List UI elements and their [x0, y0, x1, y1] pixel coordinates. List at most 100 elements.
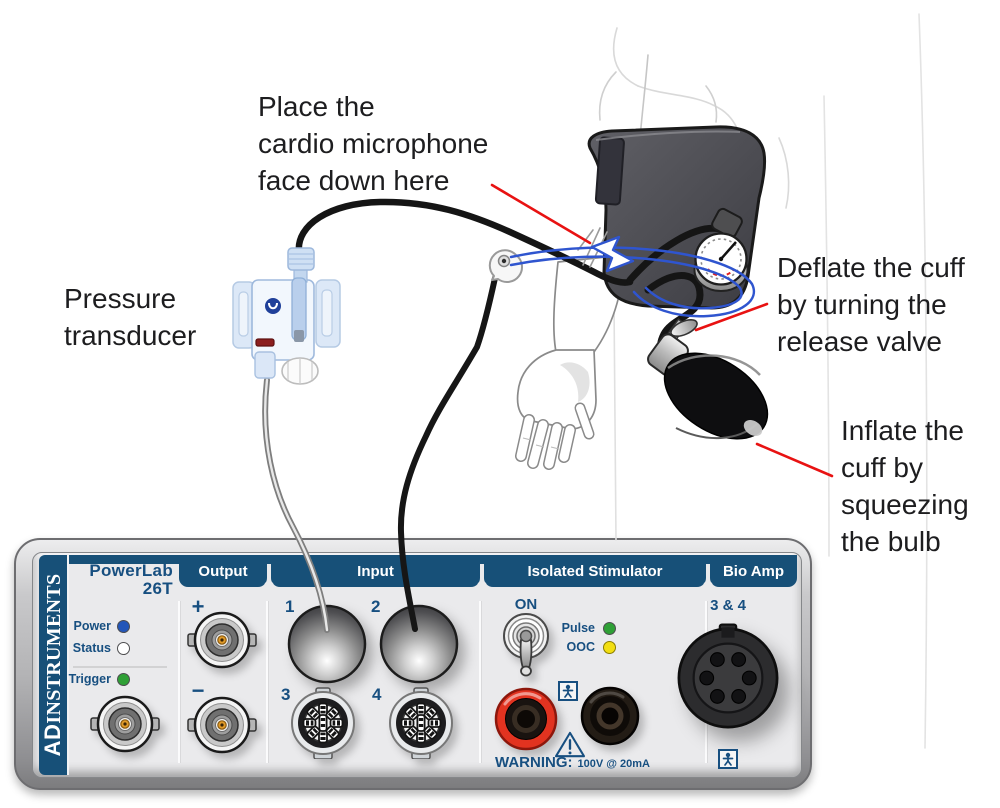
tab-notch: [703, 581, 713, 591]
power-led: [117, 620, 130, 633]
trigger-led: [117, 673, 130, 686]
transducer-wing-right: [315, 279, 341, 348]
section-divider: [178, 601, 180, 763]
model-label: PowerLab 26T: [73, 562, 173, 598]
annotation-line: release valve: [777, 326, 942, 357]
body-protection-icon: [558, 681, 578, 701]
transducer-dome: [291, 277, 307, 341]
cuff-slit: [594, 136, 625, 206]
pulse-label: Pulse: [561, 621, 595, 635]
annotation-line: face down here: [258, 165, 450, 196]
rotation-arrow: [509, 235, 755, 318]
pressure-gauge: [693, 207, 749, 292]
inflation-bulb: [647, 318, 769, 440]
status-label: Status: [72, 641, 111, 655]
transducer-body: [251, 279, 315, 361]
annotation-line: Place the: [258, 91, 375, 122]
palm-shading: [560, 362, 590, 402]
annotation-line: Inflate the: [841, 415, 964, 446]
output-minus-label: −: [191, 678, 205, 703]
indicator-divider: [73, 666, 167, 668]
warning-text: WARNING: 100V @ 20mA: [495, 754, 650, 771]
tab-notch: [264, 581, 274, 591]
brand-rest: INSTRUMENTS: [43, 573, 65, 724]
brand-band: ADINSTRUMENTS: [39, 555, 69, 775]
forearm: [552, 254, 626, 353]
annotation-line: transducer: [64, 320, 197, 351]
cardio-microphone: [488, 249, 523, 283]
trigger-label: Trigger: [68, 672, 111, 686]
gauge-red-zone: [707, 268, 735, 277]
transducer-nut: [281, 357, 319, 385]
section-tab-bio-amp: Bio Amp: [710, 555, 797, 587]
palm: [516, 349, 597, 430]
transducer-cap: [287, 247, 315, 271]
gauge-needle: [720, 241, 737, 260]
placement-marks: [577, 227, 608, 268]
fingers: [515, 402, 595, 470]
annotation-line: the bulb: [841, 526, 941, 557]
annotation-inflate-cuff: Inflate the cuff by squeezing the bulb: [841, 412, 969, 560]
warning-label: WARNING:: [495, 754, 573, 771]
annotation-place-mic: Place the cardio microphone face down he…: [258, 88, 488, 199]
person-icon: [722, 752, 734, 766]
bulb-highlight: [743, 419, 763, 437]
tube-cuff-to-bulb: [644, 272, 704, 352]
valve-stem: [667, 318, 688, 340]
annotation-line: Pressure: [64, 283, 177, 314]
annotation-line: squeezing: [841, 489, 969, 520]
brand-bold: AD: [40, 723, 65, 757]
section-divider: [479, 601, 481, 763]
arm-illustration: [515, 254, 626, 470]
section-divider: [266, 601, 268, 763]
input-3-din-connector: [287, 687, 359, 759]
annotation-line: cardio microphone: [258, 128, 489, 159]
transducer-port: [254, 351, 276, 379]
gauge-tick-ring: [700, 238, 742, 280]
body-protection-icon: [718, 749, 738, 769]
section-tab-output: Output: [179, 555, 267, 587]
stimulator-on-label: ON: [514, 596, 538, 613]
ooc-label: OOC: [566, 640, 595, 654]
power-label: Power: [73, 619, 111, 633]
transducer-wing-left: [232, 281, 256, 349]
section-tab-isolated-stimulator: Isolated Stimulator: [484, 555, 706, 587]
bulb-neck: [647, 333, 689, 377]
arrowhead: [590, 235, 635, 273]
person-icon: [562, 684, 574, 698]
leader-bulb: [755, 442, 834, 478]
tab-notch: [477, 581, 487, 591]
bulb-body: [663, 352, 769, 440]
tube-transducer-to-cuff: [295, 198, 634, 286]
tab-label: Input: [357, 562, 394, 580]
output-plus-label: +: [191, 594, 205, 619]
input-3-label: 3: [281, 685, 291, 704]
annotation-line: Deflate the cuff: [777, 252, 965, 283]
tab-label: Isolated Stimulator: [527, 562, 663, 580]
ooc-led: [603, 641, 616, 654]
input-4-label: 4: [372, 685, 382, 704]
input-2-knob: [377, 602, 461, 686]
leader-place-mic: [490, 183, 592, 245]
status-led: [117, 642, 130, 655]
tubing: [295, 198, 724, 352]
output-minus-bnc-connector: [186, 689, 258, 761]
annotation-pressure-transducer: Pressure transducer: [64, 280, 196, 354]
annotation-line: by turning the: [777, 289, 947, 320]
warning-value: 100V @ 20mA: [577, 758, 651, 770]
tab-label: Output: [198, 562, 248, 580]
input-2-label: 2: [371, 597, 381, 616]
transducer-logo: [265, 298, 281, 314]
leader-release-valve: [694, 302, 769, 332]
input-1-knob: [285, 602, 369, 686]
model-line2: 26T: [142, 579, 173, 598]
release-valve: [670, 318, 698, 338]
trigger-bnc-connector: [89, 688, 161, 760]
tube-cuff-to-gauge: [626, 224, 724, 284]
brand-logo: ADINSTRUMENTS: [39, 555, 67, 775]
model-line1: PowerLab: [89, 561, 173, 580]
output-plus-bnc-connector: [186, 604, 258, 676]
gauge-stem: [711, 207, 743, 239]
panel-face: ADINSTRUMENTS PowerLab 26T Output Input …: [32, 552, 802, 778]
